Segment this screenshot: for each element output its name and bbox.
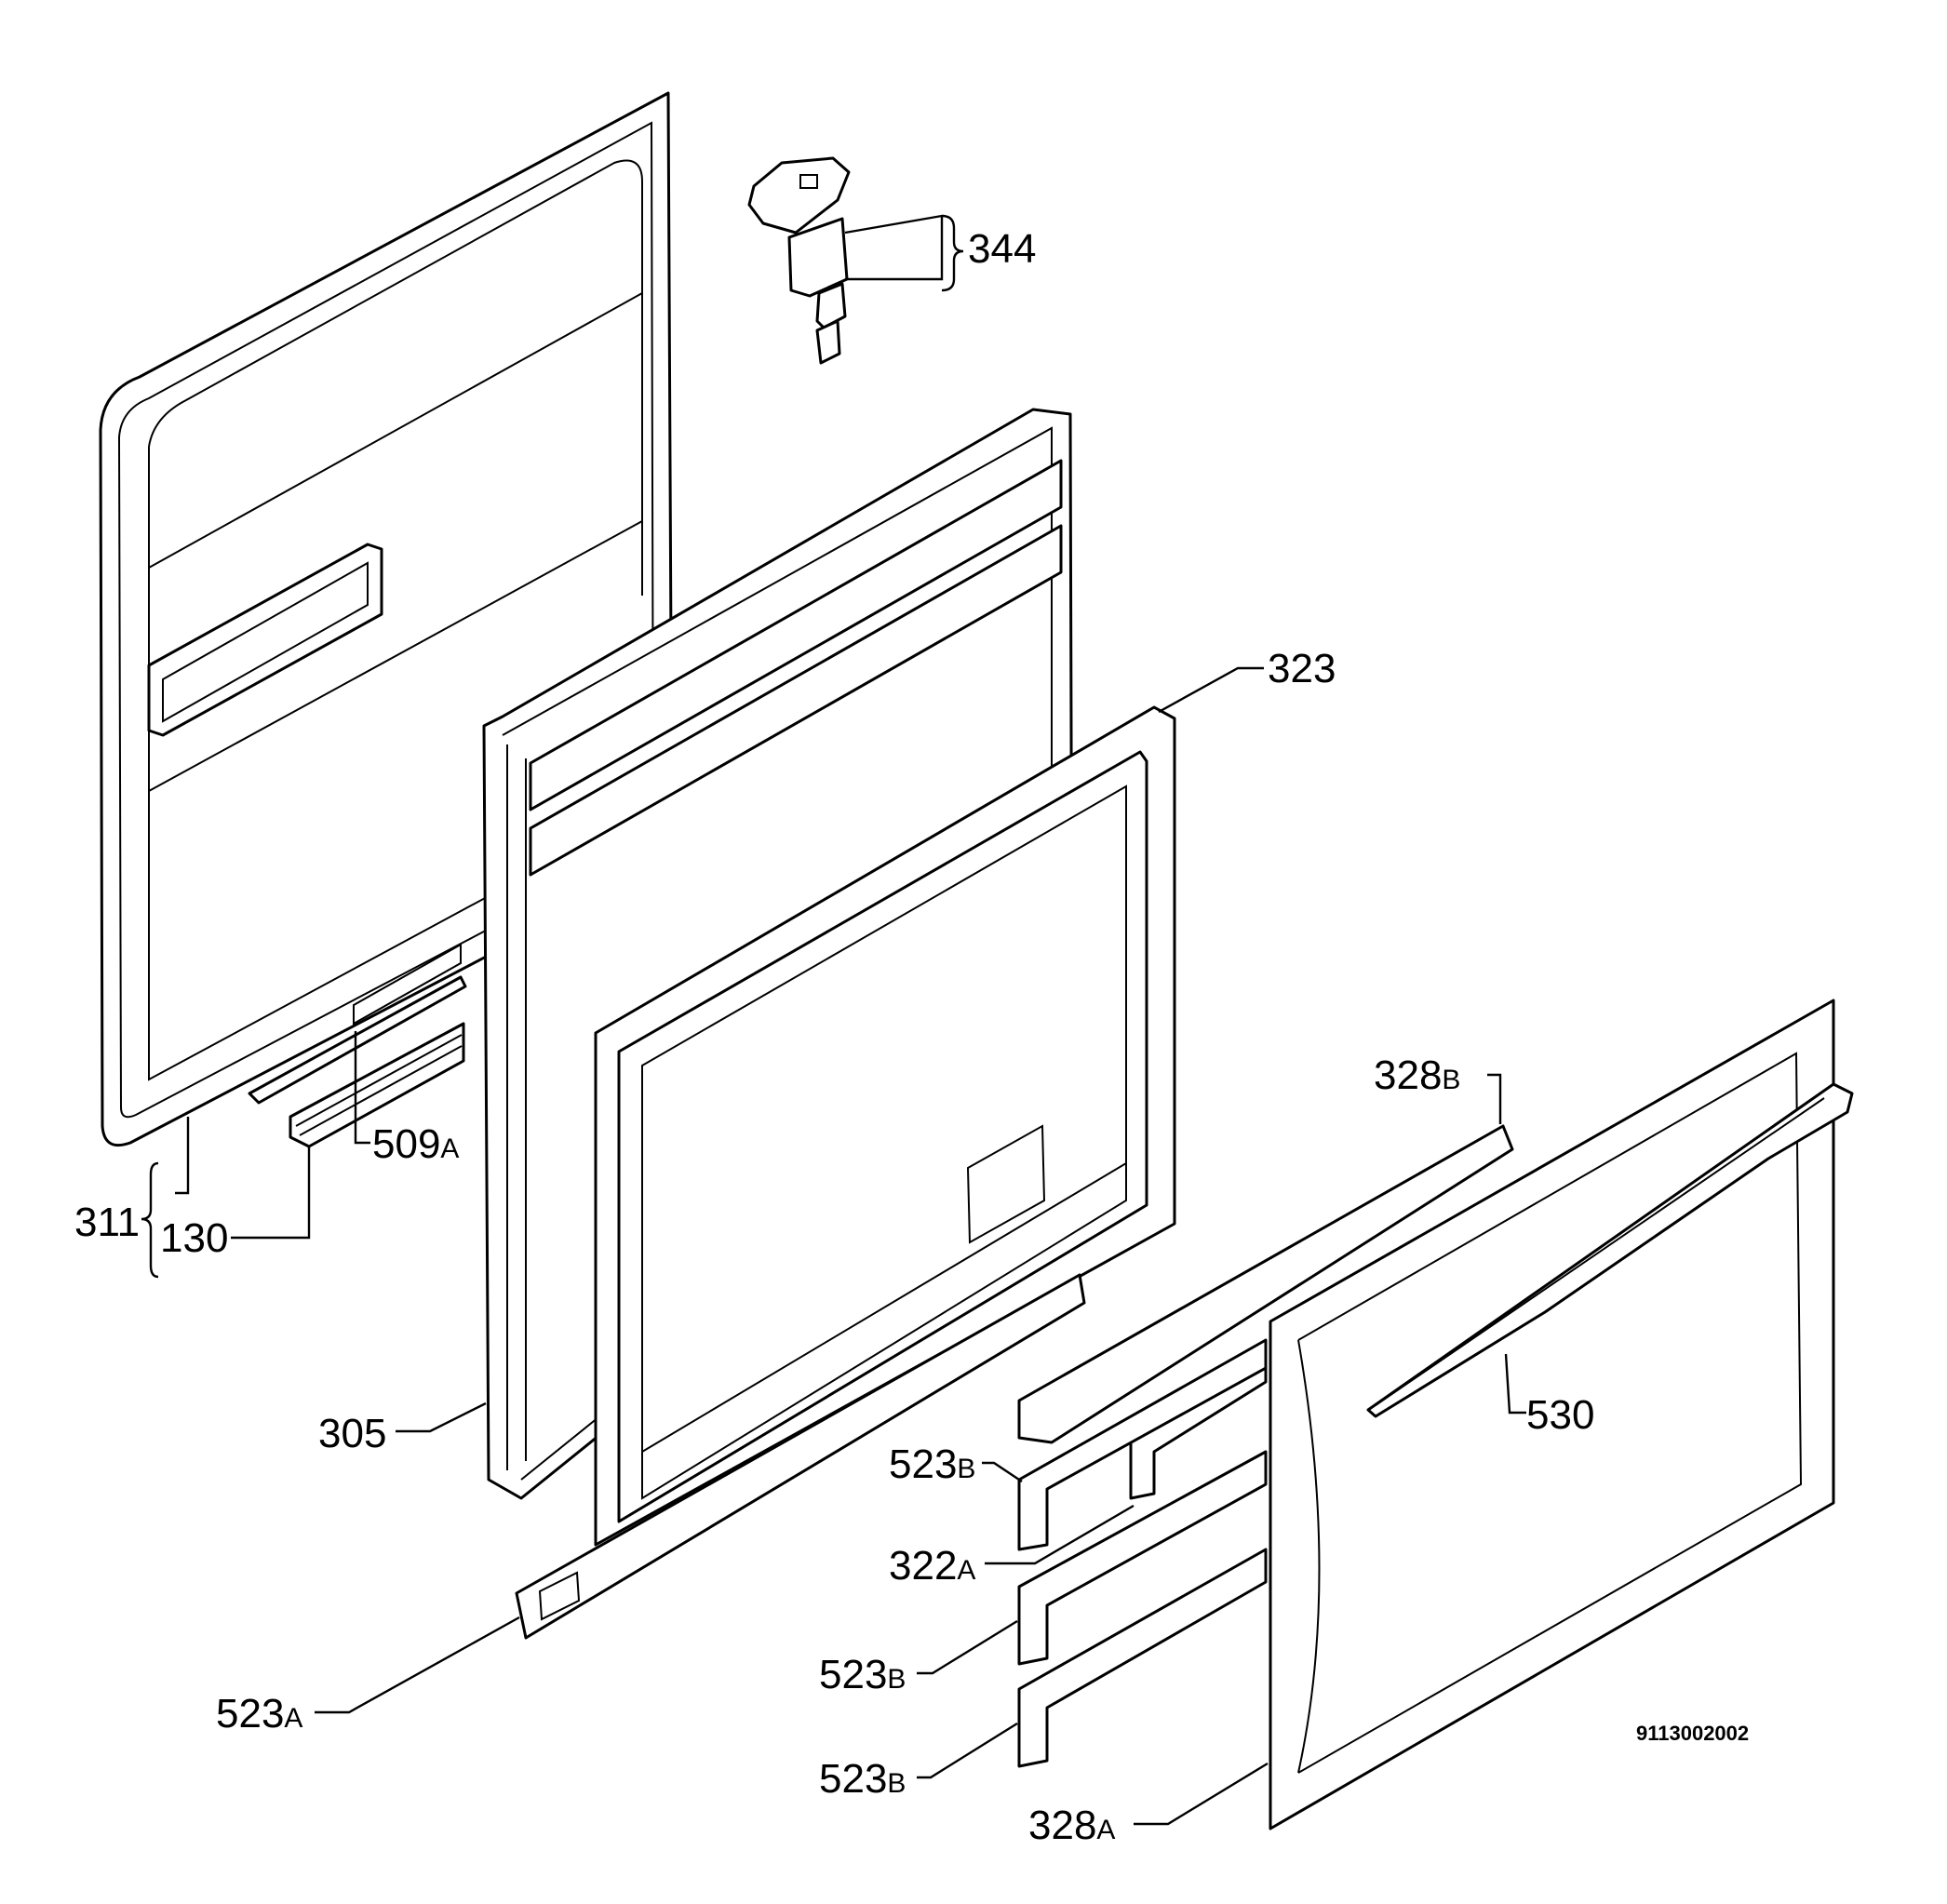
callout-305: 305: [318, 1411, 386, 1456]
callout-523b-1: 523B: [889, 1441, 975, 1487]
callout-523b-2: 523B: [819, 1652, 906, 1697]
spacer-strip-3: [1017, 1548, 1268, 1768]
callout-130: 130: [160, 1215, 228, 1261]
lower-trim-strip: [248, 943, 467, 1105]
callout-523a: 523A: [216, 1691, 302, 1736]
callout-labels: 344 323 328B 509A 311 130 305 530 523B 3…: [74, 226, 1749, 1848]
callout-530: 530: [1526, 1392, 1594, 1438]
callout-523b-3: 523B: [819, 1756, 906, 1802]
callout-328b: 328B: [1374, 1053, 1460, 1098]
spacer-strip-1: [1017, 1338, 1268, 1551]
document-number: 9113002002: [1636, 1722, 1749, 1745]
bottom-bracket: [515, 1273, 1086, 1640]
door-lock-assembly: [747, 156, 851, 365]
spacer-strip-2: [1017, 1450, 1268, 1666]
inner-door-frame: [594, 705, 1176, 1547]
callout-311: 311: [74, 1200, 140, 1245]
callout-322a: 322A: [889, 1543, 975, 1589]
callout-344: 344: [968, 226, 1036, 272]
callout-509a: 509A: [372, 1121, 459, 1167]
callout-323: 323: [1268, 646, 1336, 691]
top-strip: [1017, 1124, 1514, 1444]
leader-lines: [141, 214, 1526, 1826]
door-seal: [289, 1022, 465, 1148]
door-handle: [1366, 1082, 1854, 1418]
callout-328a: 328A: [1028, 1803, 1115, 1848]
